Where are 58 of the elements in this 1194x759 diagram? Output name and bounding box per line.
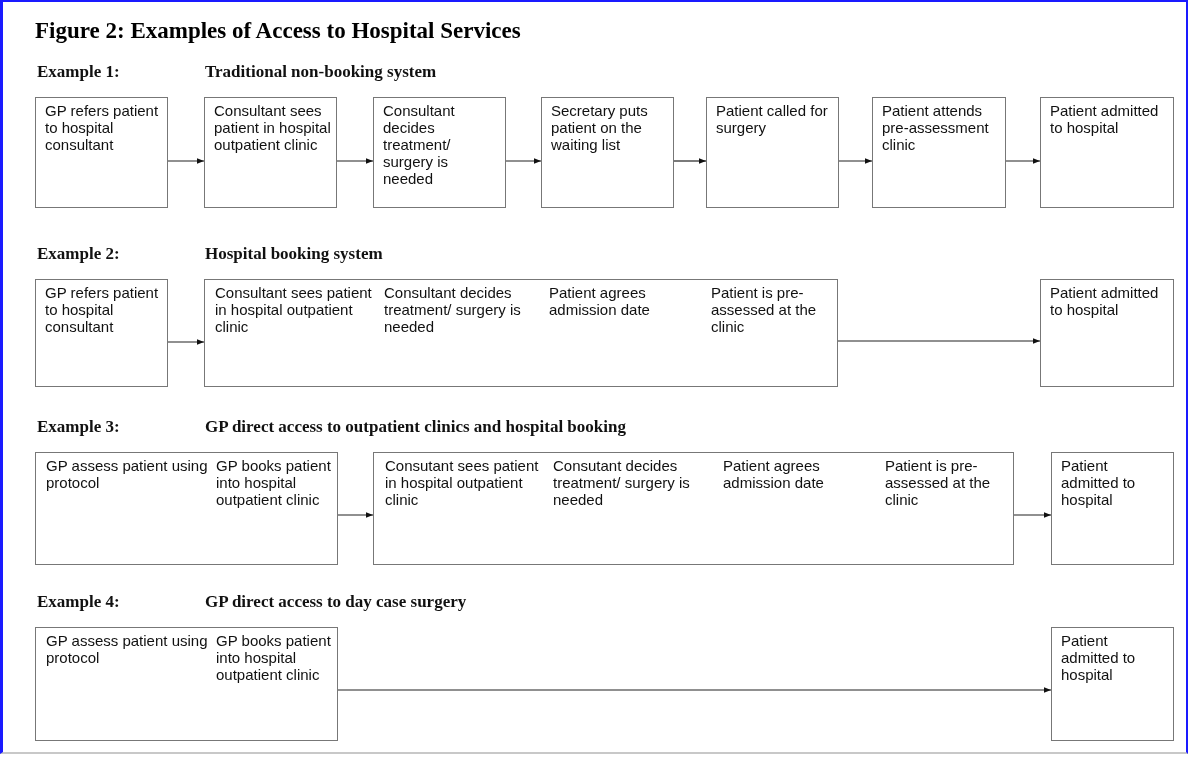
example-number: Example 1: <box>37 62 120 82</box>
arrow <box>337 512 374 518</box>
step-text: GP books patient into hospital outpatient clinic <box>216 632 332 683</box>
process-box <box>35 452 338 565</box>
process-box <box>35 97 168 208</box>
process-box <box>35 279 168 387</box>
process-box <box>541 97 674 208</box>
example-number: Example 2: <box>37 244 120 264</box>
example-heading: Traditional non-booking system <box>205 62 437 82</box>
example-number: Example 4: <box>37 592 120 612</box>
step-text: Secretary puts patient on the waiting list <box>551 102 649 153</box>
process-box <box>204 97 337 208</box>
step-text: Consultant decides treatment/ surgery is needed <box>383 102 456 187</box>
arrow <box>337 687 1052 693</box>
process-box <box>373 452 1014 565</box>
step-text: Consultant decides treatment/ surgery is needed <box>384 284 522 335</box>
process-box <box>373 97 506 208</box>
step-text: Patient is pre-assessed at the clinic <box>711 284 818 335</box>
process-box <box>872 97 1006 208</box>
process-box <box>1051 627 1174 741</box>
step-text: GP assess patient using protocol <box>46 632 209 666</box>
step-text: GP refers patient to hospital consultant <box>45 284 160 335</box>
step-text: Patient admitted to hospital <box>1050 284 1160 318</box>
step-text: Consultant sees patient in hospital outpatient clinic <box>215 284 373 335</box>
step-text: Patient agrees admission date <box>549 284 651 318</box>
arrow <box>167 339 205 345</box>
process-box <box>1040 97 1174 208</box>
arrow <box>1013 512 1052 518</box>
example-heading: GP direct access to day case surgery <box>205 592 467 612</box>
arrow <box>1005 158 1041 164</box>
figure-title: Figure 2: Examples of Access to Hospital Services <box>35 18 521 44</box>
process-box <box>204 279 838 387</box>
example-number: Example 3: <box>37 417 120 437</box>
step-text: Consutant sees patient in hospital outpatient clinic <box>385 457 540 508</box>
step-text: Patient agrees admission date <box>723 457 825 491</box>
step-text: Patient admitted to hospital <box>1050 102 1160 136</box>
step-text: Patient called for surgery <box>716 102 829 136</box>
arrow <box>336 158 374 164</box>
step-text: Consutant decides treatment/ surgery is needed <box>553 457 691 508</box>
arrow <box>838 158 873 164</box>
step-text: GP refers patient to hospital consultant <box>45 102 160 153</box>
process-box <box>1051 452 1174 565</box>
step-text: GP assess patient using protocol <box>46 457 209 491</box>
process-box <box>35 627 338 741</box>
example-heading: GP direct access to outpatient clinics and hospital booking <box>205 417 626 437</box>
step-text: Patient is pre-assessed at the clinic <box>885 457 992 508</box>
example-heading: Hospital booking system <box>205 244 383 264</box>
step-text: Consultant sees patient in hospital outpatient clinic <box>214 102 332 153</box>
step-text: Patient admitted to hospital <box>1061 632 1137 683</box>
arrow <box>505 158 542 164</box>
arrow <box>837 338 1041 344</box>
arrow <box>673 158 707 164</box>
step-text: GP books patient into hospital outpatient clinic <box>216 457 332 508</box>
step-text: Patient attends pre-assessment clinic <box>882 102 990 153</box>
process-box <box>1040 279 1174 387</box>
step-text: Patient admitted to hospital <box>1061 457 1137 508</box>
arrow <box>167 158 205 164</box>
process-box <box>706 97 839 208</box>
